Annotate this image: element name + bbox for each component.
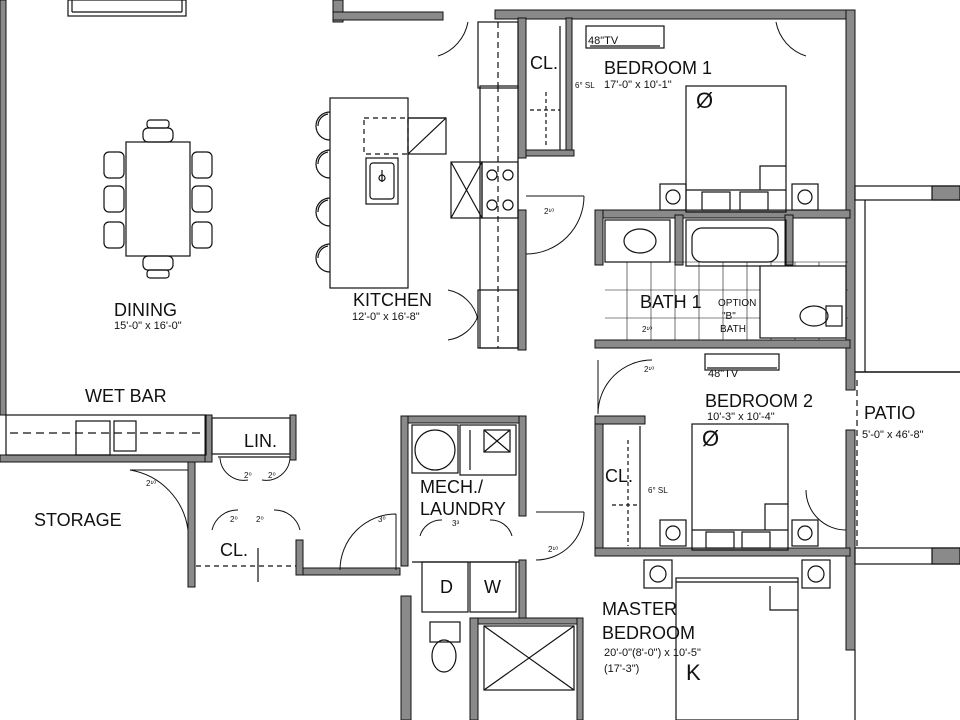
door-mark-2: 2¹⁰ <box>644 365 655 374</box>
patio-label: PATIO <box>864 403 916 423</box>
shelf1-label: 6° SL <box>575 81 595 90</box>
closet3-label: CL. <box>220 540 249 560</box>
bath1-option-line2: "B" <box>722 311 736 322</box>
bedroom2-bed <box>612 423 819 551</box>
mech-laundry-fixtures <box>411 424 519 613</box>
door-swings <box>129 21 847 571</box>
storage-label: STORAGE <box>34 510 122 530</box>
kitchen-label: KITCHEN <box>353 290 433 310</box>
door-mark-1: 2¹⁰ <box>544 207 555 216</box>
bath1-fixtures <box>604 219 848 371</box>
kitchen-dims: 12'-0" x 16'-8" <box>352 311 420 323</box>
bedroom2-bed-mark: Ø <box>702 426 720 451</box>
master-dims2: (17'-3") <box>604 663 640 675</box>
master-bed <box>643 559 831 720</box>
kitchen-cabinets <box>315 21 519 349</box>
mech-label: MECH./ <box>420 477 483 497</box>
tv1-label: 48"TV <box>588 35 619 47</box>
bath1-option-line1: OPTION <box>718 298 757 309</box>
door-mark-4: 2¹⁰ <box>146 479 157 488</box>
windows <box>67 0 960 720</box>
door-mark-6: 2⁰ <box>244 471 252 480</box>
bedroom2-dims: 10'-3" x 10'-4" <box>707 411 775 423</box>
shelf2-label: 6° SL <box>648 486 668 495</box>
dining-table <box>103 119 213 279</box>
closet1-label: CL. <box>530 53 559 73</box>
master-dims1: 20'-0"(8'-0") x 10'-5" <box>604 647 701 659</box>
door-mark-8: 2⁰ <box>230 515 238 524</box>
linen-label: LIN. <box>244 431 278 451</box>
master-bed-mark: K <box>686 660 701 685</box>
master-label-line1: MASTER <box>602 599 678 619</box>
washer-label: W <box>484 577 501 597</box>
bedroom1-label: BEDROOM 1 <box>604 58 713 78</box>
closet2-label: CL. <box>605 466 634 486</box>
dryer-label: D <box>440 577 453 597</box>
door-mark-5: 2¹⁰ <box>642 325 653 334</box>
door-mark-9: 2⁰ <box>256 515 264 524</box>
laundry-label: LAUNDRY <box>420 499 506 519</box>
door-mark-11: 3³ <box>452 519 460 528</box>
wet-bar-label: WET BAR <box>85 386 167 406</box>
bedroom1-dims: 17'-0" x 10'-1" <box>604 79 672 91</box>
door-mark-7: 2⁰ <box>268 471 276 480</box>
door-mark-10: 3⁰ <box>378 515 386 524</box>
bedroom1-bed-mark: Ø <box>696 88 714 113</box>
bedroom2-label: BEDROOM 2 <box>705 391 814 411</box>
master-label-line2: BEDROOM <box>602 623 696 643</box>
door-mark-3: 2¹⁰ <box>548 545 559 554</box>
patio-dims: 5'-0" x 46'-8" <box>862 429 924 441</box>
dining-label: DINING <box>114 300 177 320</box>
dining-dims: 15'-0" x 16'-0" <box>114 320 182 332</box>
bath1-label: BATH 1 <box>640 292 702 312</box>
bath1-option-line3: BATH <box>720 324 746 335</box>
tv2-label: 48"TV <box>708 368 739 380</box>
bedroom1-bed <box>585 25 819 213</box>
